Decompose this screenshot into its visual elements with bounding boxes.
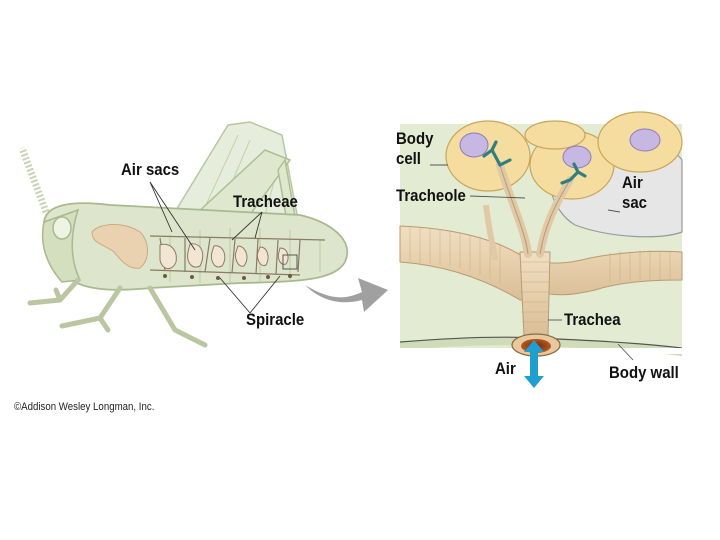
antenna xyxy=(22,148,46,212)
label-trachea: Trachea xyxy=(564,311,621,329)
label-air-sac-line1: Air xyxy=(622,174,643,192)
mid-leg xyxy=(62,288,120,330)
label-body-wall: Body wall xyxy=(609,364,679,382)
copyright-notice: ©Addison Wesley Longman, Inc. xyxy=(14,401,154,413)
label-air-sacs: Air sacs xyxy=(121,161,179,179)
label-tracheae: Tracheae xyxy=(233,193,298,211)
detail-panel xyxy=(400,112,682,388)
label-air: Air xyxy=(495,360,516,378)
label-body-cell-line1: Body xyxy=(396,130,433,148)
label-tracheole: Tracheole xyxy=(396,187,466,205)
label-spiracle: Spiracle xyxy=(246,311,304,329)
label-body-cell-line2: cell xyxy=(396,150,421,168)
eye xyxy=(53,217,71,239)
front-leg xyxy=(30,280,78,303)
body-cell xyxy=(525,121,585,149)
trachea-vertical xyxy=(520,252,550,336)
label-air-sac-line2: sac xyxy=(622,194,647,212)
body-cell xyxy=(446,121,530,191)
hind-tibia xyxy=(150,288,205,345)
zoom-arrow xyxy=(305,278,388,312)
